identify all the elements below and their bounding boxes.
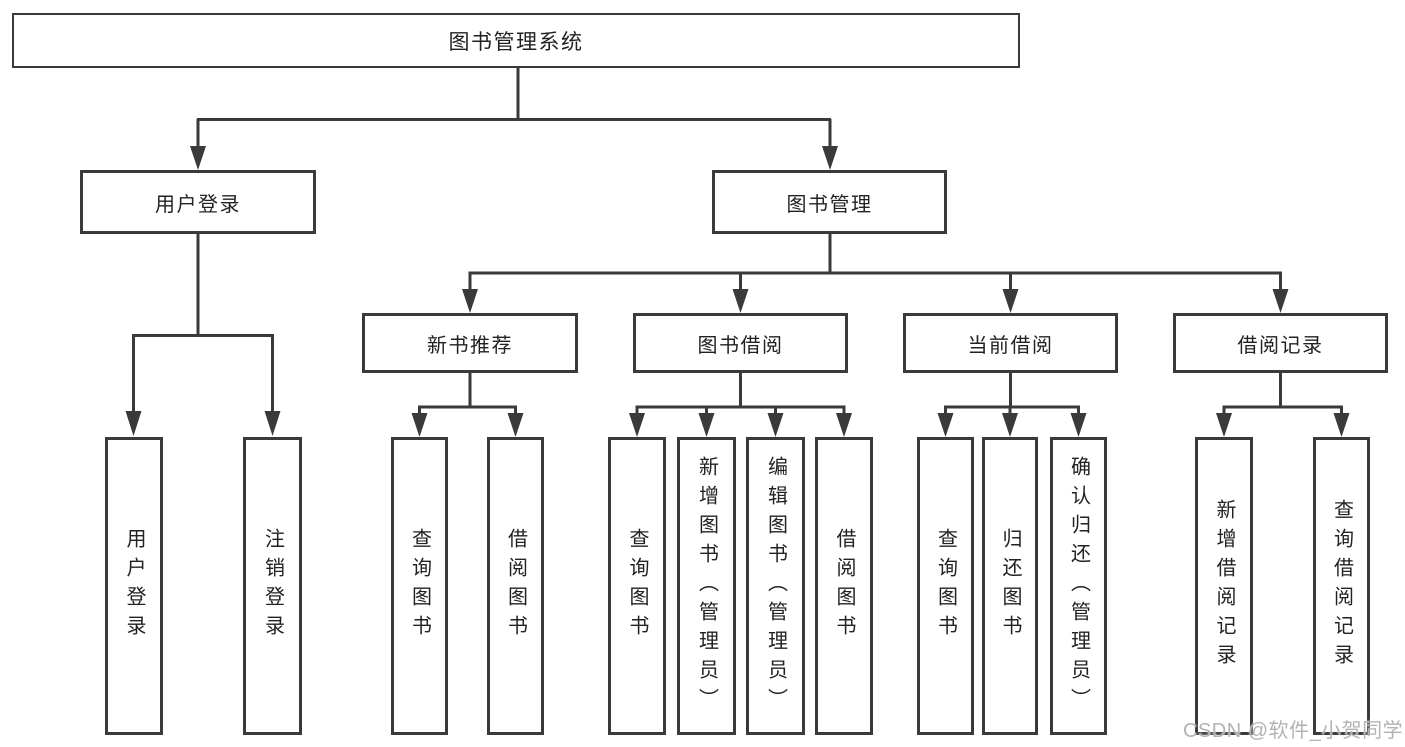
leaf-user-login: 用户登录 — [105, 437, 163, 735]
node-new-book-recommend: 新书推荐 — [362, 313, 578, 373]
leaf-borrow-books-a: 借阅图书 — [487, 437, 544, 735]
node-new-book-recommend-label: 新书推荐 — [427, 334, 513, 357]
leaf-add-borrow-record: 新增借阅记录 — [1195, 437, 1253, 735]
node-root-label: 图书管理系统 — [448, 30, 584, 54]
leaf-edit-books-label: 编辑图书（管理员） — [764, 455, 787, 717]
node-book-management: 图书管理 — [712, 170, 947, 234]
arrowhead-leaf-confirm-return — [1070, 413, 1087, 437]
node-current-borrow-label: 当前借阅 — [967, 334, 1054, 357]
leaf-query-books-c-label: 查询图书 — [934, 528, 957, 644]
leaf-edit-books: 编辑图书（管理员） — [746, 437, 805, 735]
arrowhead-user-login — [190, 146, 206, 170]
leaf-return-books: 归还图书 — [982, 437, 1038, 735]
leaf-borrow-books-b: 借阅图书 — [815, 437, 873, 735]
connector-root-to-level2 — [196, 68, 832, 148]
arrowhead-leaf-borrow-books-a — [507, 413, 524, 437]
node-borrow-records-label: 借阅记录 — [1237, 334, 1324, 357]
leaf-add-borrow-record-label: 新增借阅记录 — [1213, 499, 1235, 673]
arrowhead-leaf-add-record — [1216, 413, 1232, 437]
connector-borrow-records-children — [1222, 371, 1343, 414]
leaf-add-books-label: 新增图书（管理员） — [695, 455, 718, 717]
node-book-borrow-label: 图书借阅 — [697, 334, 784, 357]
arrowhead-leaf-edit-books — [767, 413, 784, 437]
leaf-query-books-c: 查询图书 — [917, 437, 974, 735]
arrowhead-leaf-return-books — [1002, 413, 1018, 437]
arrowhead-leaf-borrow-books-b — [836, 413, 852, 437]
arrowhead-borrow-records — [1272, 289, 1289, 313]
arrowhead-new-book-recommend — [462, 289, 478, 313]
leaf-borrow-books-b-label: 借阅图书 — [833, 528, 855, 644]
arrowhead-leaf-query-books-b — [629, 413, 645, 437]
watermark: CSDN @软件_小贺同学 — [1183, 720, 1404, 742]
arrowhead-leaf-query-record — [1333, 413, 1350, 437]
node-book-borrow: 图书借阅 — [633, 313, 848, 373]
connector-book-borrow-children — [635, 371, 846, 414]
leaf-confirm-return-label: 确认归还（管理员） — [1067, 455, 1090, 717]
connector-book-management-children — [468, 232, 1282, 290]
node-user-login-label: 用户登录 — [155, 193, 241, 216]
connector-new-book-recommend-children — [418, 371, 517, 414]
leaf-query-books-a: 查询图书 — [391, 437, 448, 735]
leaf-query-borrow-record-label: 查询借阅记录 — [1330, 499, 1353, 673]
leaf-query-books-b-label: 查询图书 — [626, 528, 648, 644]
leaf-query-books-a-label: 查询图书 — [408, 528, 431, 644]
arrowhead-leaf-user-login — [125, 411, 142, 436]
node-user-login: 用户登录 — [80, 170, 316, 234]
arrowhead-book-borrow — [732, 289, 749, 313]
leaf-query-borrow-record: 查询借阅记录 — [1313, 437, 1370, 735]
node-root: 图书管理系统 — [12, 13, 1020, 68]
node-borrow-records: 借阅记录 — [1173, 313, 1388, 373]
arrowhead-current-borrow — [1002, 289, 1019, 313]
leaf-return-books-label: 归还图书 — [999, 528, 1021, 644]
leaf-logout: 注销登录 — [243, 437, 302, 735]
leaf-user-login-label: 用户登录 — [123, 528, 145, 644]
leaf-query-books-b: 查询图书 — [608, 437, 666, 735]
leaf-confirm-return: 确认归还（管理员） — [1050, 437, 1107, 735]
connector-current-borrow-children — [944, 371, 1080, 414]
node-book-management-label: 图书管理 — [786, 193, 873, 216]
arrowhead-leaf-add-books — [698, 413, 715, 437]
arrowhead-book-management — [822, 146, 838, 170]
arrowhead-leaf-logout — [264, 411, 281, 436]
arrowhead-leaf-query-books-a — [411, 413, 428, 437]
arrowhead-leaf-query-books-c — [937, 413, 954, 437]
connector-user-login-children — [132, 232, 274, 413]
leaf-add-books: 新增图书（管理员） — [677, 437, 736, 735]
leaf-borrow-books-a-label: 借阅图书 — [504, 528, 527, 644]
node-current-borrow: 当前借阅 — [903, 313, 1118, 373]
leaf-logout-label: 注销登录 — [261, 528, 284, 644]
